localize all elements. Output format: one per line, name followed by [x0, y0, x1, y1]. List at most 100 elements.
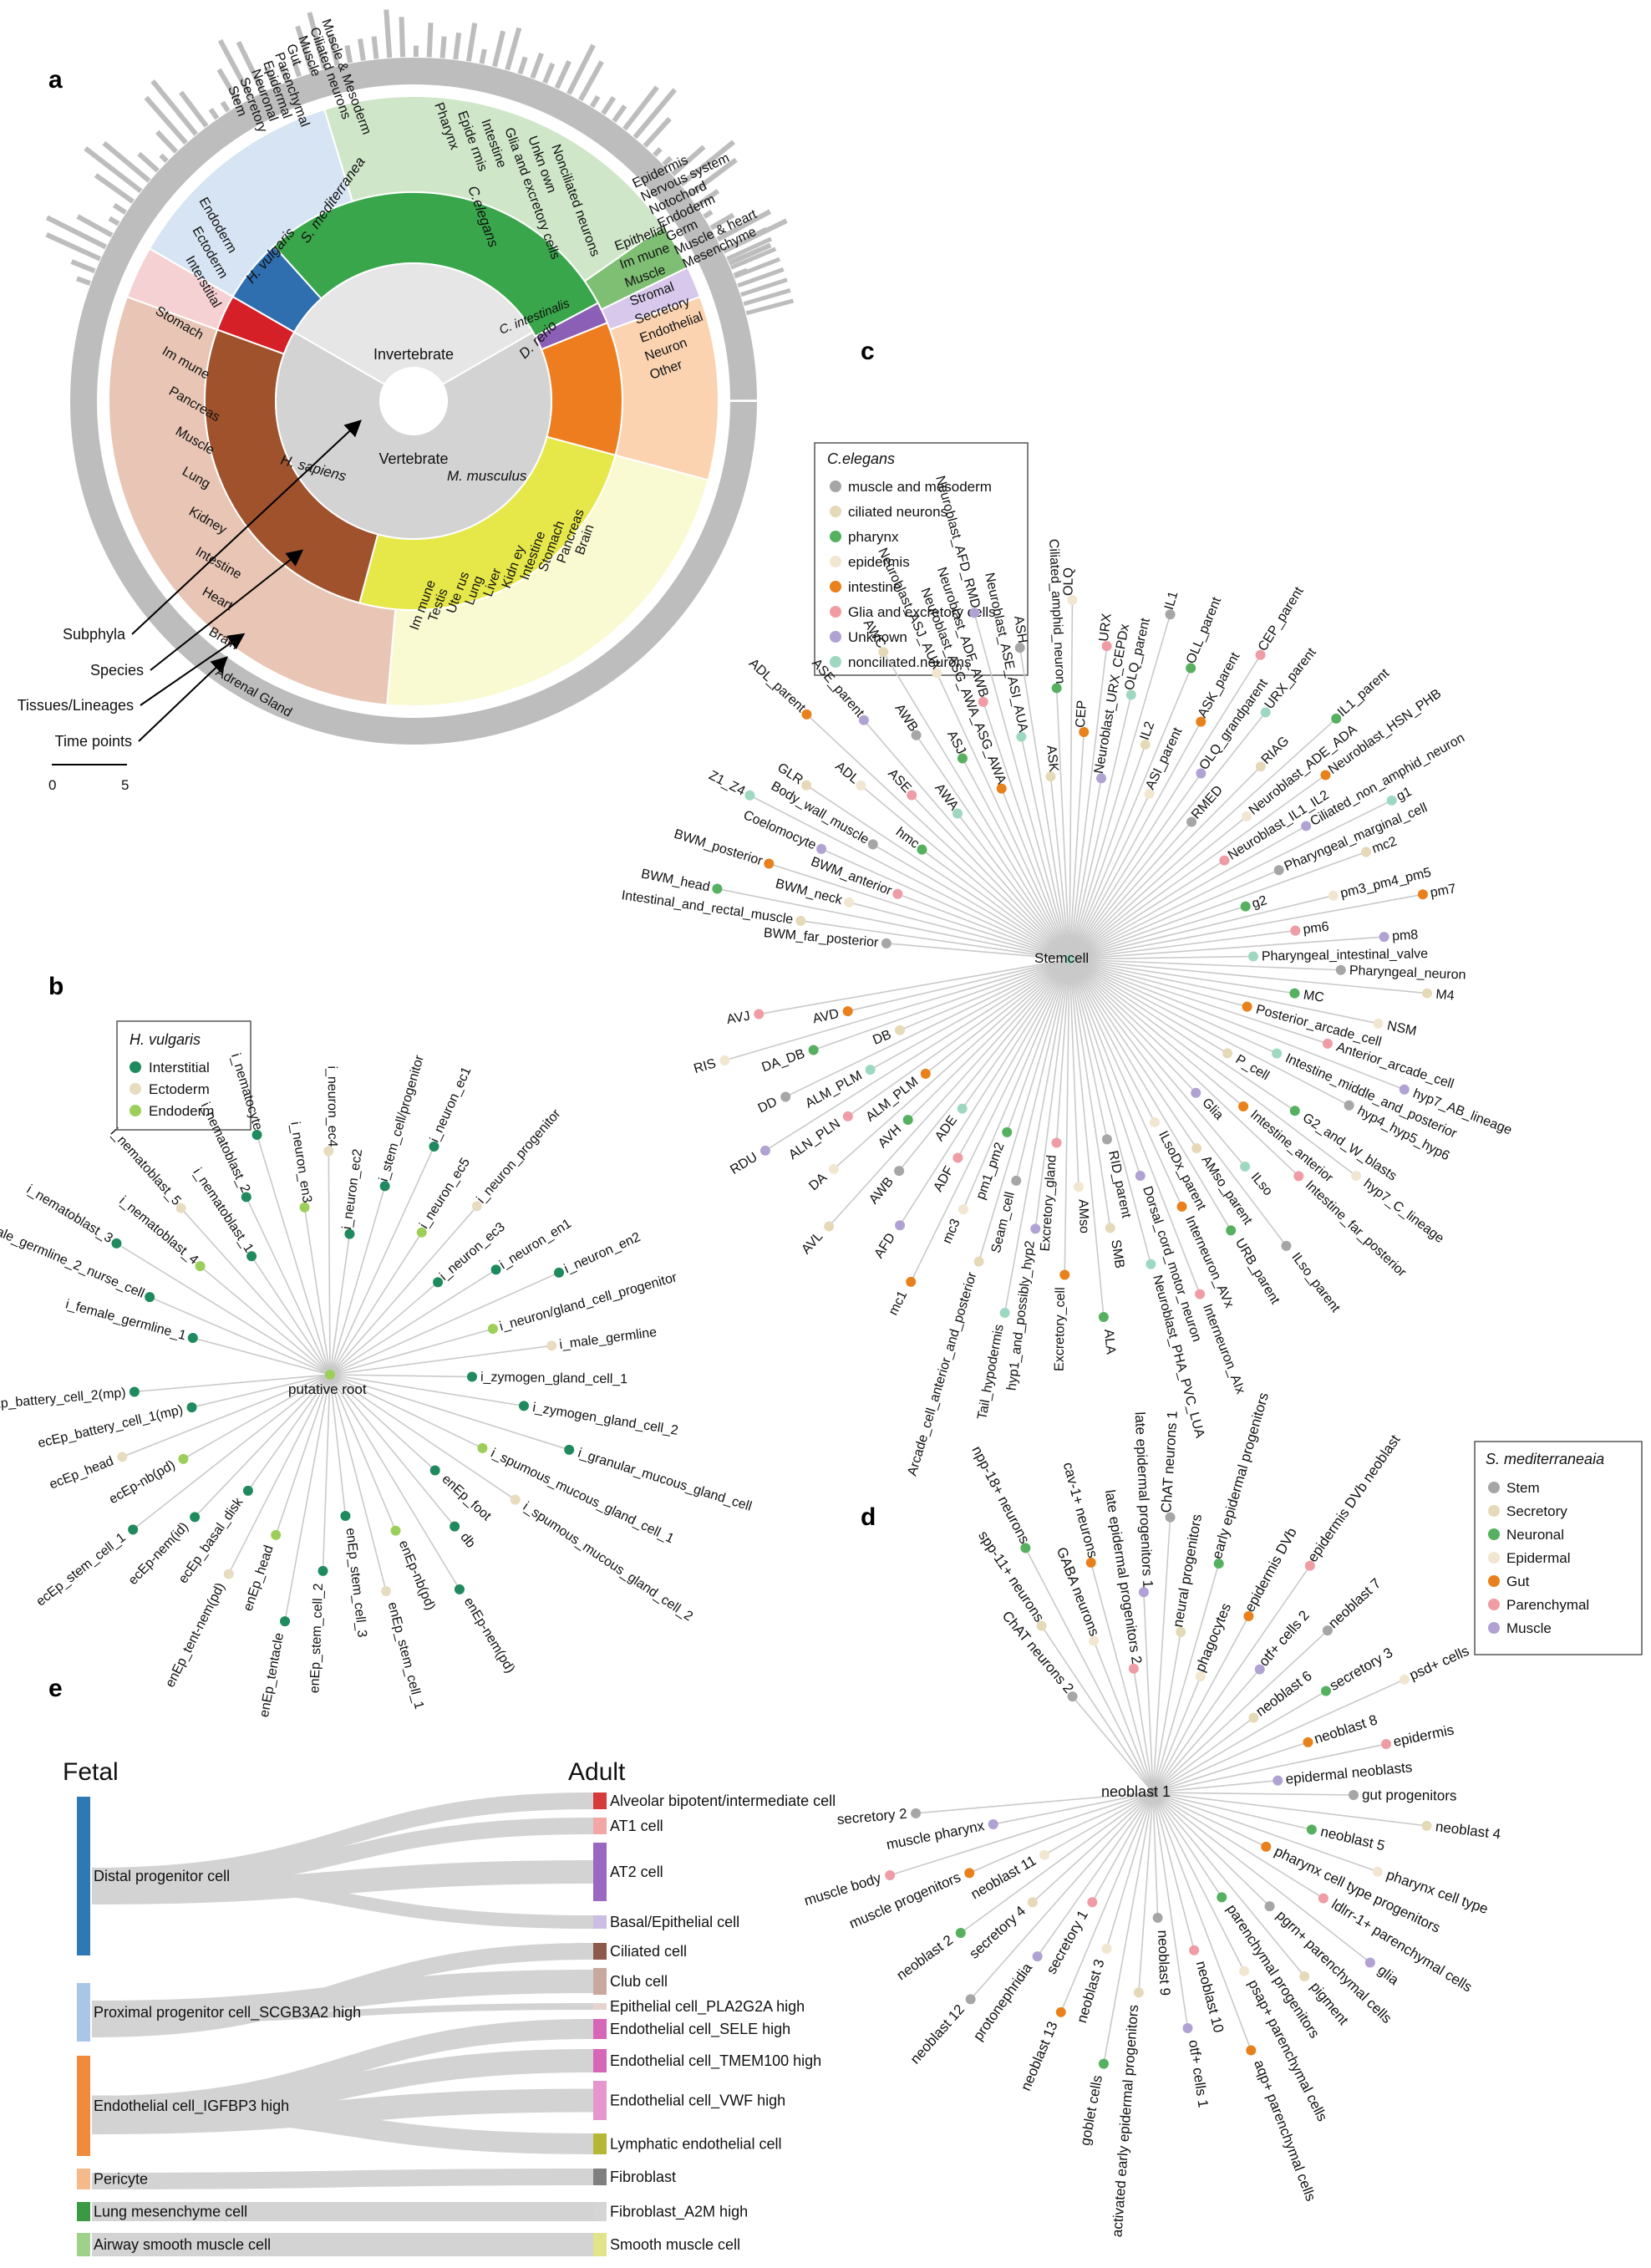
node-label: Excretory_gland	[1039, 1155, 1059, 1253]
tree-edge	[1069, 959, 1350, 1106]
tree-node	[1196, 768, 1206, 779]
node-label: ADL_parent	[746, 656, 808, 715]
tree-edge	[329, 1345, 552, 1376]
node-label: enEp_tentacle	[257, 1632, 287, 1719]
node-label: i_neuron_ec4	[325, 1065, 340, 1147]
tree-edge	[200, 1265, 331, 1376]
tree-node	[1272, 1048, 1283, 1059]
sankey-flow	[92, 2233, 593, 2256]
node-label: IL2	[1138, 720, 1157, 742]
time-point-bar	[399, 17, 406, 58]
tree-node	[1027, 1897, 1038, 1908]
node-label: activated early epidermal progenitors	[1109, 2004, 1141, 2237]
node-label: enEp-nem(pd)	[461, 1595, 517, 1676]
tree-edge	[882, 651, 1070, 960]
tree-edge	[749, 795, 1070, 960]
sankey-flow	[92, 2003, 593, 2024]
legend-swatch	[1488, 1552, 1500, 1564]
node-label: Arcade_cell_anterior_and_posterior	[905, 1270, 979, 1477]
tree-node	[865, 1065, 876, 1076]
time-point-bar	[589, 94, 601, 109]
tree-edge	[329, 1374, 472, 1378]
tree-edge	[329, 1374, 397, 1531]
tree-node	[844, 897, 855, 908]
node-label: pm6	[1303, 920, 1330, 938]
tree-node	[318, 1565, 328, 1576]
tree-node	[1273, 1775, 1283, 1786]
tree-node	[1195, 1289, 1206, 1299]
tree-node	[1306, 1824, 1317, 1835]
tree-edge	[1069, 936, 1384, 960]
tree-edge	[805, 785, 1070, 960]
tree-node	[1191, 1143, 1202, 1154]
tree-node	[416, 1227, 427, 1238]
tree-node	[1242, 811, 1252, 821]
tree-edge	[1069, 859, 1225, 960]
tree-node	[381, 1585, 392, 1596]
tree-edge	[813, 959, 1070, 1051]
tree-edge	[1069, 959, 1244, 1107]
tree-node	[759, 1145, 770, 1156]
node-label: M4	[1435, 988, 1455, 1004]
tree-edge	[1069, 959, 1108, 1140]
tree-node	[824, 1221, 835, 1232]
tree-edge	[970, 1792, 1154, 2000]
tree-node	[1125, 689, 1136, 700]
node-label: epidermis DVb neoblast	[1304, 1431, 1404, 1564]
tree-edge	[1069, 718, 1337, 960]
time-point-bar	[179, 90, 209, 128]
node-label: Pharyngeal_neuron	[1349, 964, 1466, 982]
tree-node	[1320, 1686, 1331, 1696]
node-label: glia	[1374, 1962, 1402, 1989]
sankey-target-label: Basal/Epithelial cell	[610, 1914, 739, 1930]
tree-node	[1051, 683, 1062, 694]
node-label: i_zymogen_gland_cell_2	[531, 1401, 679, 1438]
tree-root-label: putative root	[288, 1381, 367, 1397]
node-label: i_zymogen_gland_cell_1	[480, 1370, 627, 1387]
node-label: gut progenitors	[1362, 1787, 1457, 1803]
node-label: i_female_germline_1	[64, 1297, 188, 1343]
tree-edge	[1069, 851, 1367, 960]
tree-edge	[828, 959, 1070, 1227]
sankey-source-label: Endothelial cell_IGFBP3 high	[94, 2098, 289, 2115]
node-label: BWM_head	[640, 867, 711, 894]
legend-label: Ectoderm	[149, 1081, 210, 1097]
tree-edge	[962, 758, 1070, 960]
species-label: M. musculus	[447, 468, 527, 484]
node-label: mc2	[1370, 835, 1399, 857]
tree-edge	[328, 1151, 331, 1376]
tree-edge	[1024, 1548, 1154, 1793]
node-label: otf+ cells 1	[1186, 2039, 1212, 2109]
tree-edge	[1069, 959, 1328, 1045]
node-label: URB_parent	[1232, 1236, 1283, 1307]
node-label: AWA	[932, 781, 961, 814]
node-label: epidermis DVb	[1242, 1525, 1300, 1615]
tree-edge	[329, 1269, 497, 1376]
tree-node	[1364, 1957, 1375, 1968]
time-point-bar	[709, 212, 735, 231]
tree-edge	[1069, 959, 1295, 994]
legend-label: intestine	[848, 579, 901, 595]
time-point-bar	[517, 56, 528, 75]
tree-edge	[228, 1374, 331, 1574]
tree-edge	[284, 1374, 331, 1622]
node-label: BWM_posterior	[672, 827, 765, 869]
time-point-bar	[542, 62, 556, 84]
tree-node	[801, 709, 812, 720]
tree-edge	[1069, 959, 1201, 1294]
sankey-source-label: Lung mesenchyme cell	[94, 2204, 247, 2220]
time-point-bar	[729, 247, 777, 270]
tree-edge	[870, 959, 1070, 1070]
tree-node	[1195, 1671, 1206, 1682]
time-point-bar	[743, 287, 791, 307]
node-label: OLL_parent	[1184, 595, 1224, 666]
tree-node	[1239, 1965, 1250, 1976]
tree-edge	[329, 1374, 516, 1501]
tree-node	[999, 1307, 1010, 1318]
tree-node	[952, 1152, 963, 1163]
tree-node	[892, 888, 903, 899]
tree-edge	[1152, 1792, 1252, 2051]
node-label: Ciliated_amphid_neuron	[1046, 539, 1067, 684]
tree-edge	[1036, 1792, 1154, 1957]
node-label: i_neuron_ec2	[340, 1148, 365, 1230]
